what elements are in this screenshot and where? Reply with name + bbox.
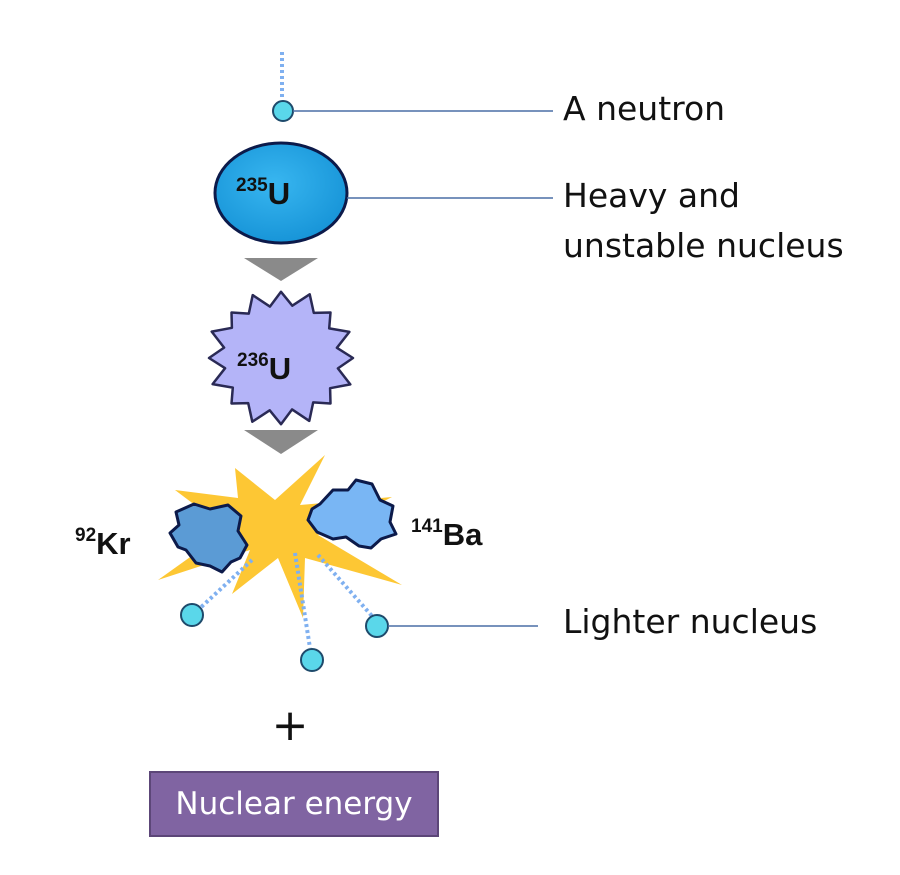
u236-label: 236U xyxy=(237,351,291,384)
kr-mass-number: 92 xyxy=(75,525,97,546)
heavy-nucleus-callout-line1: Heavy and xyxy=(563,176,740,215)
u236-nucleus xyxy=(207,290,355,426)
lighter-nucleus-callout: Lighter nucleus xyxy=(563,602,818,641)
nuclear-energy-label: Nuclear energy xyxy=(175,786,413,822)
nuclear-energy-box: Nuclear energy xyxy=(149,771,439,837)
down-arrow-2 xyxy=(244,430,318,454)
ba-symbol: Ba xyxy=(442,517,483,552)
incoming-neutron xyxy=(272,100,294,122)
u235-label: 235U xyxy=(236,176,290,209)
emitted-neutron-right xyxy=(365,614,389,638)
neutron-callout: A neutron xyxy=(563,89,726,128)
u235-symbol: U xyxy=(267,176,291,211)
plus-sign: + xyxy=(271,700,309,751)
u235-mass-number: 235 xyxy=(236,175,268,196)
u236-symbol: U xyxy=(268,351,292,386)
ba-fragment xyxy=(306,478,398,550)
emitted-neutron-path-middle xyxy=(293,552,312,649)
kr-symbol: Kr xyxy=(96,526,131,561)
ba-mass-number: 141 xyxy=(411,516,443,537)
emitted-neutron-left xyxy=(180,603,204,627)
emitted-neutron-path-left xyxy=(196,558,254,612)
emitted-neutron-middle xyxy=(300,648,324,672)
kr-fragment xyxy=(168,502,249,574)
u235-nucleus xyxy=(213,141,349,245)
emitted-neutron-path-right xyxy=(316,553,374,618)
kr-label: 92Kr xyxy=(75,526,131,559)
down-arrow-1 xyxy=(244,258,318,281)
u236-mass-number: 236 xyxy=(237,350,269,371)
ba-label: 141Ba xyxy=(411,517,482,550)
heavy-nucleus-callout-line2: unstable nucleus xyxy=(563,226,844,265)
fission-flash xyxy=(158,455,402,618)
